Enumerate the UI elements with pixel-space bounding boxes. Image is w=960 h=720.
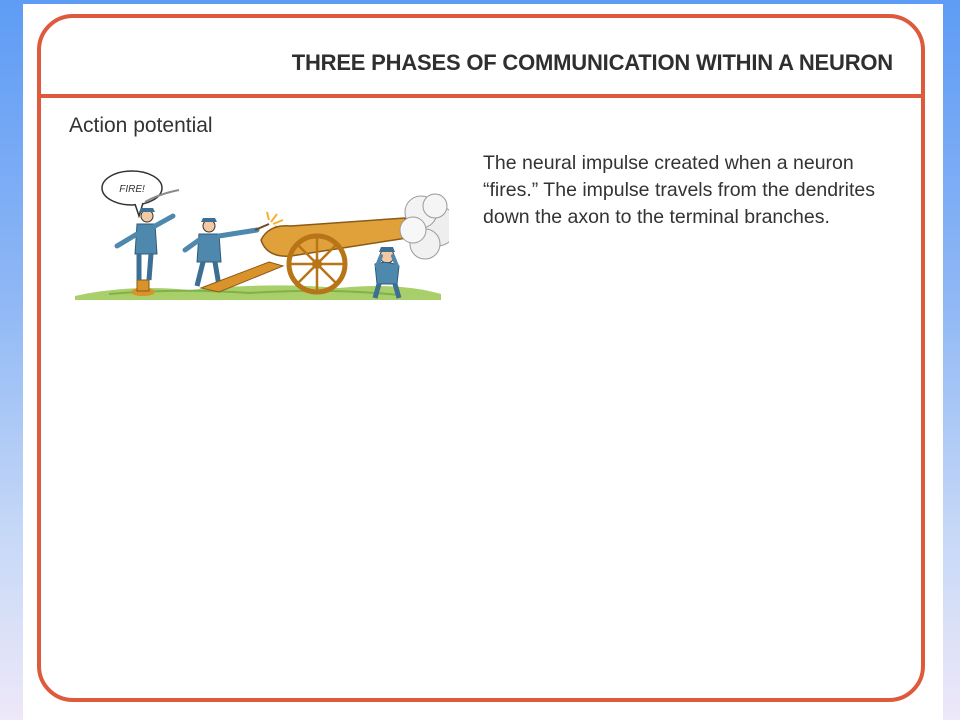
slide-title: THREE PHASES OF COMMUNICATION WITHIN A N… — [291, 50, 893, 75]
officer-figure — [114, 189, 180, 296]
section-label: Action potential — [69, 114, 213, 137]
cannon-wheel-icon — [286, 233, 348, 295]
cannon-illustration: FIRE! — [75, 170, 449, 300]
cannon-trail — [199, 261, 285, 293]
speech-bubble-text: FIRE! — [119, 184, 145, 195]
title-bar: THREE PHASES OF COMMUNICATION WITHIN A N… — [41, 18, 921, 98]
section-description: The neural impulse created when a neuron… — [483, 152, 875, 228]
slide: THREE PHASES OF COMMUNICATION WITHIN A N… — [23, 4, 943, 720]
content-frame: THREE PHASES OF COMMUNICATION WITHIN A N… — [37, 14, 925, 702]
crouching-soldier-figure — [372, 247, 402, 299]
smoke-cloud-icon — [399, 193, 449, 260]
speech-bubble: FIRE! — [101, 170, 163, 219]
soldier-figure — [182, 218, 270, 287]
spark-icon — [266, 211, 284, 231]
